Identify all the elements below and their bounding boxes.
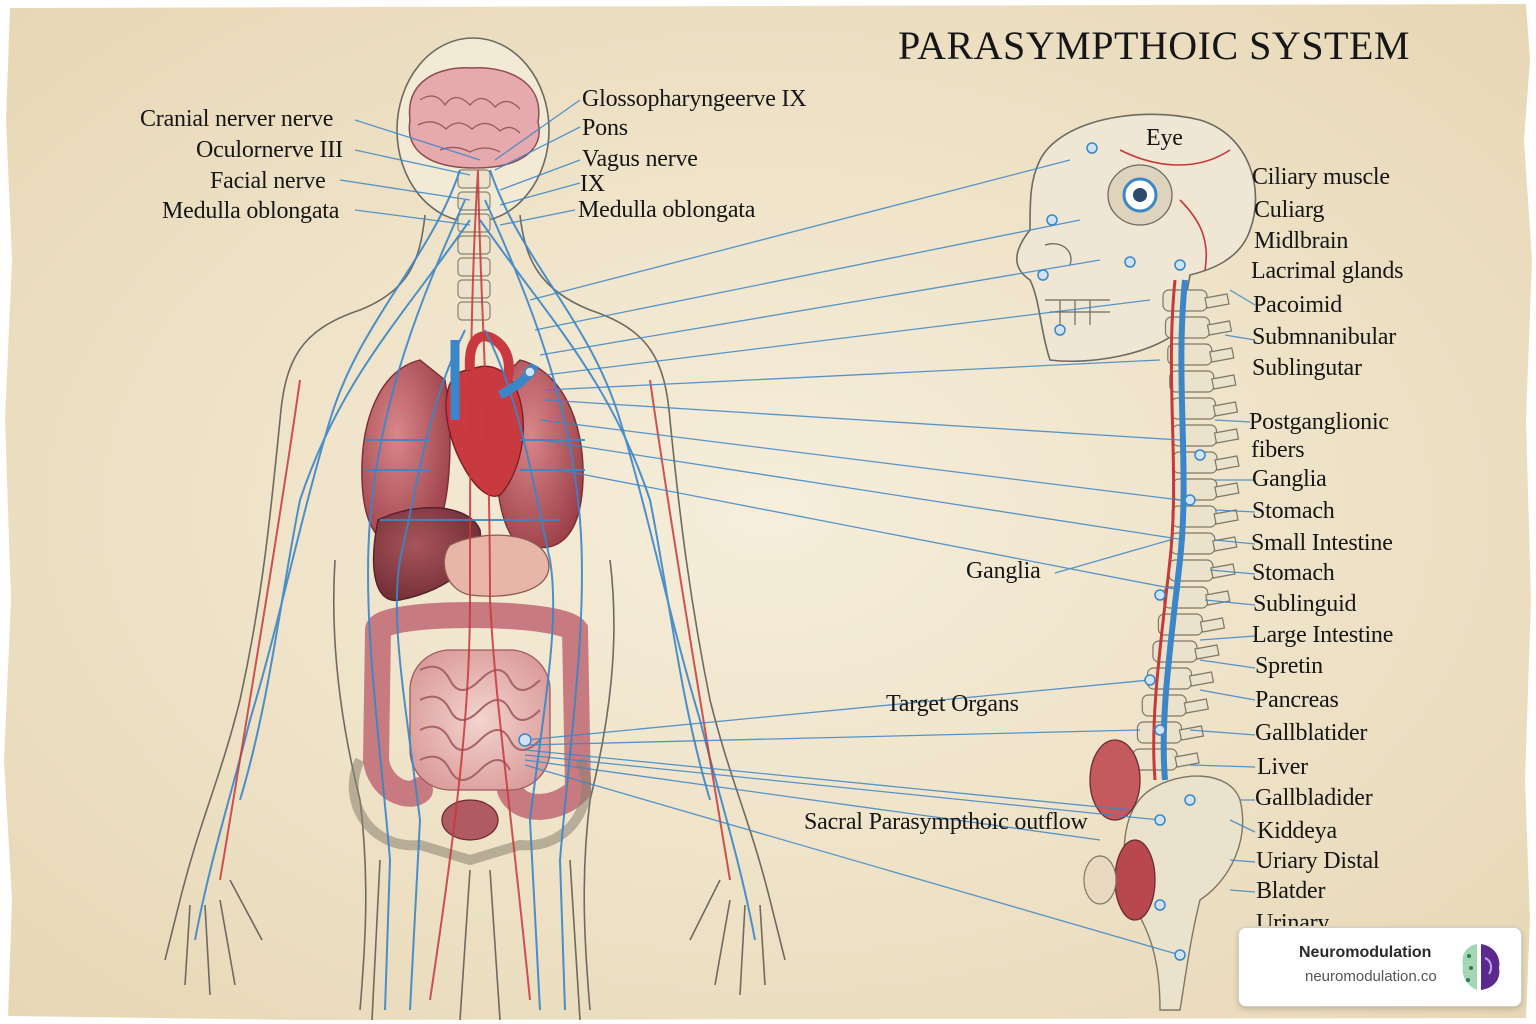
skull (1016, 113, 1257, 363)
vertebra-process (1206, 320, 1233, 336)
stomach (443, 534, 550, 597)
label-right-20: Kiddeya (1257, 818, 1337, 844)
label-right-22: Blatder (1256, 878, 1326, 904)
label-right-12: Stomach (1252, 560, 1335, 586)
label-eye: Eye (1146, 125, 1183, 151)
label-right-13: Sublinguid (1253, 591, 1357, 617)
vertebra (1167, 343, 1213, 366)
label-right-9: Ganglia (1252, 466, 1327, 492)
label-right-5: Submnanibular (1252, 324, 1397, 350)
vertebra-process (1199, 617, 1226, 633)
label-cranial-nerve: Cranial nerver nerve (140, 106, 334, 132)
connector-lines (339, 99, 1256, 956)
pelvis (348, 757, 592, 866)
label-right-3: Lacrimal glands (1251, 258, 1404, 284)
watermark-url: neuromodulation.co (1305, 968, 1437, 985)
vertebra (1171, 505, 1217, 528)
brain (408, 67, 540, 169)
label-right-18: Liver (1257, 754, 1308, 780)
label-right-15: Spretin (1255, 653, 1323, 679)
vertebra (1170, 532, 1216, 555)
label-medulla-left: Medulla oblongata (162, 198, 340, 224)
vertebra-process (1212, 401, 1239, 417)
vertebra-process (1183, 698, 1209, 714)
vertebra-process (1204, 293, 1230, 309)
vertebra-process (1188, 671, 1215, 687)
label-sacral-outflow: Sacral Parasympthoic outflow (804, 809, 1088, 835)
sacrum-pelvis (1083, 739, 1244, 1011)
vertebra (1172, 478, 1218, 501)
label-medulla-right: Medulla oblongata (578, 197, 756, 223)
label-right-17: Gallblatider (1255, 720, 1368, 746)
label-right-23: Urinary (1256, 910, 1330, 926)
vertebra (1163, 586, 1209, 609)
label-right-10: Stomach (1252, 498, 1335, 524)
label-right-21: Uriary Distal (1256, 848, 1380, 874)
label-glossopharyngeal: Glossopharyngeerve IX (582, 86, 807, 112)
label-right-16: Pancreas (1255, 687, 1339, 713)
label-oculomotor-nerve: Oculornerve III (196, 137, 343, 163)
brain-logo-icon (1462, 944, 1500, 990)
label-right-7: Postganglionic (1249, 409, 1389, 435)
body-nerves (194, 169, 756, 1011)
body-arteries (219, 169, 731, 1001)
label-right-19: Gallbladider (1255, 785, 1373, 811)
nerve-nodes (518, 142, 1206, 961)
label-right-14: Large Intestine (1252, 622, 1394, 648)
vertebra-process (1214, 455, 1240, 471)
label-right-6: Sublingutar (1252, 355, 1362, 381)
label-target-organs: Target Organs (886, 691, 1019, 717)
vertebra-process (1209, 347, 1235, 363)
label-right-8: fibers (1251, 437, 1305, 463)
spinal-cord (1160, 279, 1188, 781)
vertebra-process (1213, 428, 1240, 444)
spinal-artery (1152, 279, 1177, 781)
vertebra (1170, 397, 1217, 420)
small-intestine (409, 649, 551, 791)
label-right-0: Ciliary muscle (1252, 164, 1390, 190)
vertebra (1171, 424, 1218, 447)
label-right-11: Small Intestine (1251, 530, 1393, 556)
vertebra (1169, 370, 1215, 393)
label-pons: Pons (582, 115, 628, 141)
label-right-2: Midlbrain (1254, 228, 1349, 254)
vertebra-process (1174, 752, 1200, 768)
watermark-name: Neuromodulation (1299, 944, 1432, 961)
vertebra-process (1178, 725, 1205, 741)
diagram-title: PARASYMPTHOIC SYSTEM (898, 23, 1410, 68)
vertebra-process (1194, 644, 1220, 660)
label-right-4: Pacoimid (1253, 292, 1343, 318)
watermark-badge[interactable]: Neuromodulation neuromodulation.co (1238, 927, 1522, 1007)
label-vagus-nerve: Vagus nerve (582, 146, 698, 172)
vertebra-process (1211, 374, 1237, 390)
bladder (441, 799, 499, 841)
label-facial-nerve: Facial nerve (210, 168, 326, 194)
label-ix: IX (580, 171, 605, 197)
label-ganglia-mid: Ganglia (966, 558, 1041, 584)
vertebra-process (1214, 482, 1240, 498)
label-right-1: Culiarg (1254, 197, 1325, 223)
